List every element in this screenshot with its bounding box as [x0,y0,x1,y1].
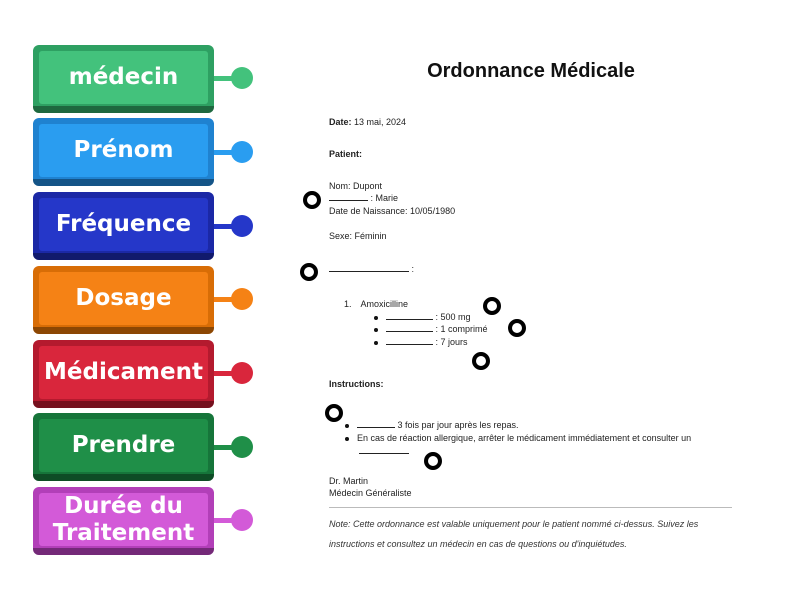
document-title: Ordonnance Médicale [427,60,635,82]
answer-tile-medecin[interactable]: médecin [33,45,214,113]
tile-label: Prénom [39,124,208,177]
freq-blank [386,323,433,332]
tile-handle-2[interactable] [231,215,253,237]
note-line-2: instructions et consultez un médecin en … [329,539,627,549]
tile-shadow [33,474,214,481]
tile-handle-0[interactable] [231,67,253,89]
drop-target-frequence[interactable] [508,319,526,337]
tile-label: Médicament [39,346,208,399]
patient-label: Patient: [329,149,363,159]
answer-tile-dosage[interactable]: Dosage [33,266,214,334]
note-line-1: Note: Cette ordonnance est valable uniqu… [329,519,699,529]
prenom-line: : Marie [329,192,398,204]
answer-tile-prenom[interactable]: Prénom [33,118,214,186]
answer-tile-medicament[interactable]: Médicament [33,340,214,408]
tile-label: Prendre [39,419,208,472]
item-name: Amoxicilline [360,299,409,309]
freq-text: : 1 comprimé [433,324,488,334]
tile-connector-3 [214,297,234,302]
date-line: Date: 13 mai, 2024 [329,116,406,128]
drop-target-duree[interactable] [472,352,490,370]
tile-handle-5[interactable] [231,436,253,458]
tile-connector-6 [214,518,234,523]
tile-connector-5 [214,445,234,450]
drop-target-prenom[interactable] [303,191,321,209]
tile-shadow [33,327,214,334]
duree-line: : 7 jours [374,336,468,348]
tile-connector-1 [214,150,234,155]
date-label: Date: [329,117,352,127]
divider [329,507,732,508]
medecin-blank [359,445,409,454]
dose-line: : 500 mg [374,311,471,323]
instructions-label: Instructions: [329,379,384,389]
bullet-dot [374,327,378,332]
doctor-title: Médecin Généraliste [329,488,412,498]
nom-line: Nom: Dupont [329,181,383,191]
tile-shadow [33,548,214,555]
tile-handle-6[interactable] [231,509,253,531]
patient-heading: Patient: [329,148,362,160]
sexe-line: Sexe: Féminin [329,231,387,241]
instruction-2-text: En cas de réaction allergique, arrêter l… [357,433,692,443]
dose-text: : 500 mg [433,312,471,322]
answer-tile-duree[interactable]: Durée du Traitement [33,487,214,555]
freq-line: : 1 comprimé [374,323,488,335]
dose-blank [386,311,433,320]
answer-tile-prendre[interactable]: Prendre [33,413,214,481]
medicament-line: : [329,263,414,275]
tile-shadow [33,106,214,113]
tile-label: Durée du Traitement [39,493,208,546]
bullet-dot [345,423,349,428]
prenom-blank [329,192,368,201]
medicament-blank [329,263,409,272]
drop-target-dosage[interactable] [483,297,501,315]
tile-shadow [33,401,214,408]
drop-target-prendre[interactable] [325,404,343,422]
tile-handle-1[interactable] [231,141,253,163]
duree-text: : 7 jours [433,337,468,347]
medicament-colon: : [409,264,415,274]
instruction-1: 3 fois par jour après les repas. [345,419,519,431]
prenom-suffix: : Marie [368,193,399,203]
instruction-blank [357,419,395,428]
instructions-heading: Instructions: [329,378,384,390]
duree-blank [386,336,433,345]
tile-connector-0 [214,76,234,81]
bullet-dot [374,340,378,345]
instruction-2-blank-line [359,445,409,457]
date-value: 13 mai, 2024 [351,117,407,127]
naissance-line: Date de Naissance: 10/05/1980 [329,206,456,216]
tile-label: Fréquence [39,198,208,251]
tile-shadow [33,179,214,186]
medication-item: 1. Amoxicilline [344,298,408,310]
tile-handle-3[interactable] [231,288,253,310]
bullet-dot [345,436,349,441]
tile-connector-2 [214,224,234,229]
tile-label: Dosage [39,272,208,325]
item-number: 1. [344,299,352,309]
instruction-2: En cas de réaction allergique, arrêter l… [345,432,691,444]
tile-handle-4[interactable] [231,362,253,384]
answer-tile-frequence[interactable]: Fréquence [33,192,214,260]
doctor-name: Dr. Martin [329,476,369,486]
tile-shadow [33,253,214,260]
tile-label: médecin [39,51,208,104]
tile-connector-4 [214,371,234,376]
drop-target-medecin[interactable] [424,452,442,470]
bullet-dot [374,315,378,320]
drop-target-medicament[interactable] [300,263,318,281]
instruction-1-text: 3 fois par jour après les repas. [395,420,519,430]
